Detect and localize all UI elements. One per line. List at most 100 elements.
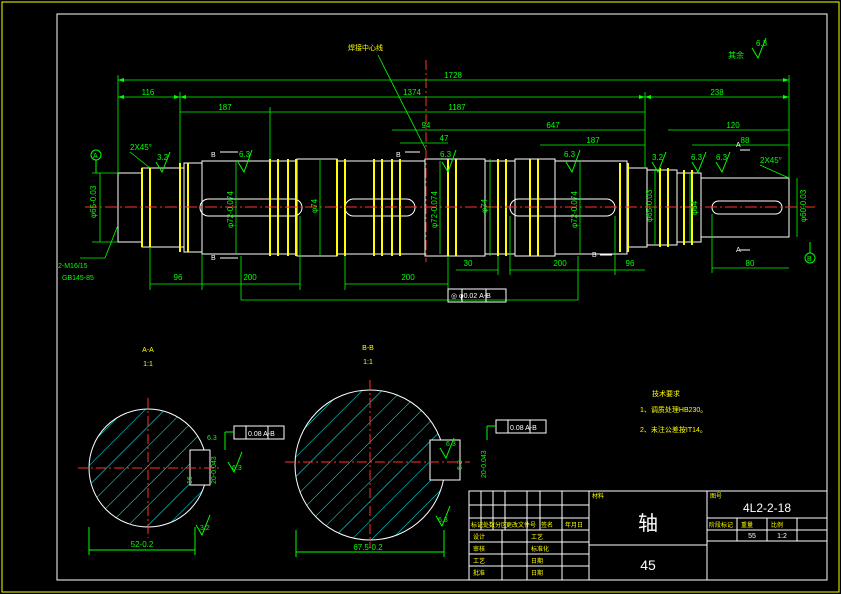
dim-overall-length: 1728 <box>444 71 462 80</box>
section-b-depth: 6.3 <box>457 460 464 470</box>
section-b-scale: 1:1 <box>363 359 373 366</box>
datum-symbols <box>90 149 816 264</box>
tb-header-3: 分区 <box>495 521 507 529</box>
section-b-tol: 0.08 A-B <box>510 425 537 432</box>
tb-header-5: 签名 <box>541 521 553 529</box>
runout-tolerance-frame <box>447 288 507 303</box>
datum-a-letter: A <box>93 153 98 160</box>
tech-req-title: 技术要求 <box>652 389 680 398</box>
tb-mid-3: 日期 <box>531 557 543 565</box>
section-a-dia: 52-0.2 <box>131 540 154 549</box>
section-cut-markers <box>220 149 750 259</box>
dim-88: 88 <box>741 136 750 145</box>
dim-96-left: 96 <box>174 273 183 282</box>
section-b-b-view <box>285 380 547 557</box>
center-hole-std: GB145-85 <box>62 275 94 282</box>
dimension-arrows <box>118 78 789 99</box>
section-b-mark-4: B <box>592 252 597 259</box>
section-a-mark-1: A <box>736 142 741 149</box>
section-a-ra3: 3.2 <box>200 525 210 532</box>
ra-other-value: 6.3 <box>756 39 768 48</box>
tb-col-weight: 重量 <box>741 521 753 529</box>
dia-left-label: φ65-0.03 <box>89 185 98 218</box>
section-b-mark-2: B <box>211 255 216 262</box>
roughness-symbols <box>155 37 767 174</box>
tb-mid-4: 日期 <box>531 569 543 577</box>
section-a-ra2: 6.3 <box>232 465 242 472</box>
ra-2: 6.3 <box>239 150 251 159</box>
dim-116: 116 <box>142 88 155 97</box>
tb-header-1: 标记 <box>471 521 483 529</box>
dim-80: 80 <box>746 259 755 268</box>
runout-tolerance-text: ◎ φ0.02 A-B <box>451 293 491 300</box>
dim-200-3: 200 <box>553 259 567 268</box>
dim-187-left: 187 <box>218 103 232 112</box>
tech-req-item-2: 2、未注公差按IT14。 <box>640 425 707 434</box>
dia-74-2-label: φ74 <box>480 198 489 213</box>
tb-header-4: 更改文件号 <box>506 521 536 529</box>
dimension-lines <box>80 54 798 301</box>
tb-weight: 55 <box>748 533 756 540</box>
tech-req-item-1: 1、调质处理HB230。 <box>640 405 707 414</box>
section-a-width: 20-0.043 <box>211 456 218 484</box>
drawing-number: 4L2-2-18 <box>743 501 791 515</box>
ra-6: 6.3 <box>691 153 703 162</box>
dim-30: 30 <box>464 259 473 268</box>
tb-row-approve: 批准 <box>473 569 485 577</box>
ra-3: 6.3 <box>440 150 452 159</box>
dim-1187: 1187 <box>448 103 466 112</box>
section-a-mark-2: A <box>736 247 741 254</box>
dim-647: 647 <box>546 121 560 130</box>
dia-keyed-1-label: φ72-0.074 <box>226 191 235 228</box>
weld-note: 焊接中心线 <box>348 43 383 52</box>
section-b-mark-3: B <box>396 152 401 159</box>
dia-65r-label: φ65-0.03 <box>645 189 654 222</box>
chamfer-right-label: 2X45° <box>760 156 782 165</box>
tb-header-6: 年月日 <box>565 521 583 529</box>
title-block-lines <box>468 490 828 581</box>
datum-b-letter: B <box>807 256 812 263</box>
ra-1: 3.2 <box>157 153 169 162</box>
tb-scale: 1:2 <box>777 533 787 540</box>
ra-other-label: 其余 <box>728 50 744 60</box>
tb-col-scale: 比例 <box>771 521 783 529</box>
inner-frame <box>56 13 828 581</box>
dim-238: 238 <box>710 88 724 97</box>
part-name: 轴 <box>638 512 658 535</box>
part-material: 45 <box>640 557 656 573</box>
section-b-ra1: 6.3 <box>446 441 456 448</box>
ra-7: 6.3 <box>716 153 728 162</box>
dia-keyed-2-label: φ72-0.074 <box>430 191 439 228</box>
ra-5: 3.2 <box>652 153 664 162</box>
dia-60-label: φ60-0.03 <box>799 189 808 222</box>
label-drawing-no: 图号 <box>710 493 722 500</box>
section-b-width: 20-0.043 <box>481 450 488 478</box>
tb-header-2: 处数 <box>483 521 495 529</box>
section-a-scale: 1:1 <box>143 361 153 368</box>
section-a-title: A-A <box>142 347 154 354</box>
tb-mid-1: 工艺 <box>531 533 543 541</box>
dim-1374: 1374 <box>403 88 421 97</box>
section-a-a-view <box>78 398 285 555</box>
tb-mid-2: 标准化 <box>531 545 549 553</box>
dim-187-right: 187 <box>586 136 600 145</box>
dia-keyed-3-label: φ72-0.074 <box>570 191 579 228</box>
section-a-depth: 16 <box>187 476 194 484</box>
section-b-mark-1: B <box>211 152 216 159</box>
section-b-title: B-B <box>362 345 374 352</box>
section-b-dia: 67.5-0.2 <box>353 543 383 552</box>
dim-96-right: 96 <box>626 259 635 268</box>
tb-col-stage: 阶段标记 <box>709 521 733 529</box>
dim-47: 47 <box>440 134 449 143</box>
section-b-ra3: 6.3 <box>438 517 448 524</box>
dim-200-2: 200 <box>401 273 415 282</box>
tb-row-design: 设计 <box>473 533 485 541</box>
section-a-tol: 0.08 A-B <box>248 431 275 438</box>
dia-64-label: φ64 <box>690 200 699 215</box>
tb-row-review: 审核 <box>473 545 485 553</box>
label-material: 材料 <box>592 492 604 500</box>
dia-74-1-label: φ74 <box>310 198 319 213</box>
dim-94: 94 <box>422 121 431 130</box>
